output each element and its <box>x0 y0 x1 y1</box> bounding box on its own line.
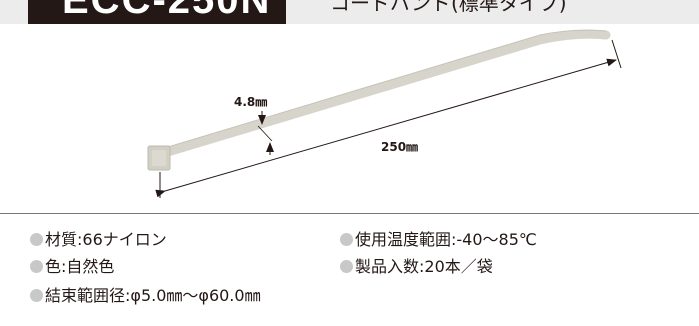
bullet-icon <box>340 260 353 273</box>
spec-temperature-text: 使用温度範囲:-40～85℃ <box>355 230 537 249</box>
width-label: 4.8㎜ <box>234 95 267 109</box>
spec-quantity-text: 製品入数:20本／袋 <box>355 257 493 276</box>
bullet-icon <box>30 233 43 246</box>
cable-tie-strap-edge <box>167 29 607 148</box>
spec-bundle-range-text: 結束範囲径:φ5.0㎜～φ60.0㎜ <box>45 286 261 305</box>
spec-bundle-range: 結束範囲径:φ5.0㎜～φ60.0㎜ <box>30 286 261 306</box>
section-divider <box>0 213 699 214</box>
product-subtitle: コードバンド(標準タイプ) <box>330 0 567 15</box>
bullet-icon <box>340 233 353 246</box>
spec-quantity: 製品入数:20本／袋 <box>340 257 493 277</box>
spec-material: 材質:66ナイロン <box>30 230 167 250</box>
model-number: ECC-250N <box>62 0 272 22</box>
cable-tie-drawing: 4.8㎜ 250㎜ <box>147 29 622 198</box>
spec-color-text: 色:自然色 <box>45 257 115 276</box>
length-dimension-line <box>155 58 617 198</box>
spec-material-text: 材質:66ナイロン <box>45 230 167 249</box>
bullet-icon <box>30 260 43 273</box>
length-extension-right <box>611 39 622 69</box>
model-number-box: ECC-250N <box>28 0 286 24</box>
spec-temperature: 使用温度範囲:-40～85℃ <box>340 230 537 250</box>
spec-list: 材質:66ナイロン 使用温度範囲:-40～85℃ 色:自然色 製品入数:20本／… <box>0 222 699 322</box>
cable-tie-strap <box>163 29 611 157</box>
length-label: 250㎜ <box>381 140 418 154</box>
spec-color: 色:自然色 <box>30 257 114 277</box>
bullet-icon <box>30 289 43 302</box>
